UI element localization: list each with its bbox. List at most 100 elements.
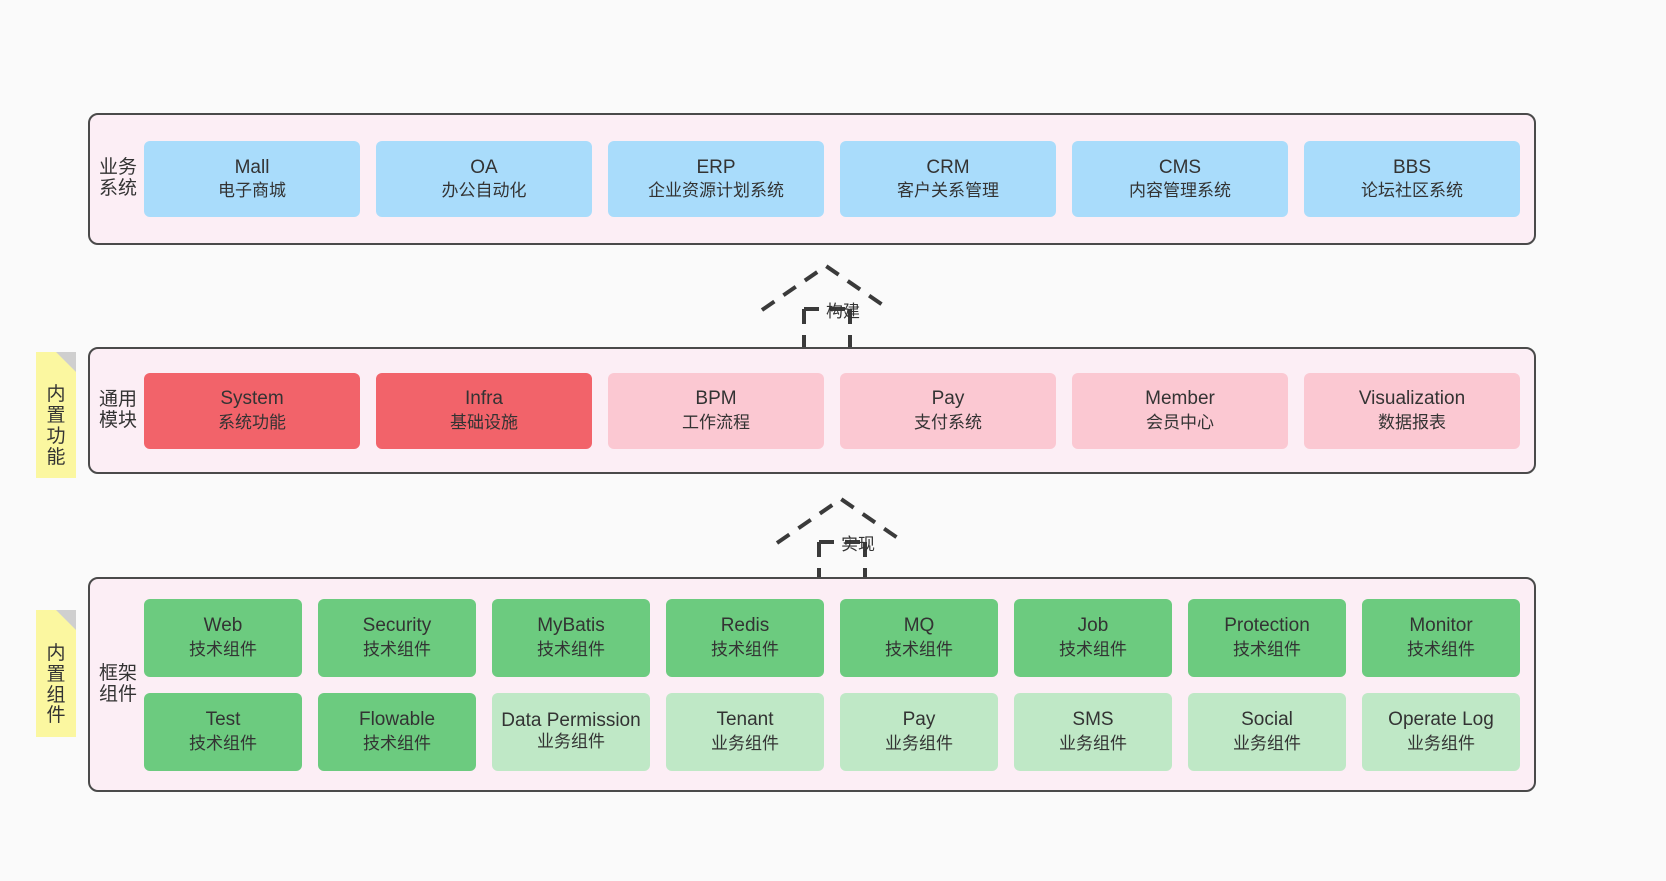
component-name: Pay [902, 709, 936, 731]
module-name: System [220, 388, 284, 410]
component-name: Security [362, 615, 432, 637]
component-card-social[interactable]: Social 业务组件 [1188, 692, 1346, 771]
module-card-bbs[interactable]: BBS 论坛社区系统 [1304, 141, 1520, 217]
module-subtitle: 电子商城 [218, 181, 286, 201]
layer-title-common-modules: 通用模块 [98, 388, 137, 431]
sticky-note-builtin-components: 内置组件 [36, 610, 76, 737]
component-name: SMS [1072, 709, 1114, 731]
module-name: Member [1145, 388, 1215, 410]
module-name: BPM [695, 388, 737, 410]
component-type: 技术组件 [711, 639, 779, 659]
module-name: BBS [1392, 156, 1432, 178]
layer-body-framework-components: Web 技术组件 Security 技术组件 MyBatis 技术组件 Redi… [138, 579, 1534, 790]
component-type: 业务组件 [711, 733, 779, 753]
module-card-crm[interactable]: CRM 客户关系管理 [840, 141, 1056, 217]
arrow-head-hollow [760, 263, 892, 312]
arrow-shaft [802, 307, 852, 362]
module-name: Mall [234, 156, 270, 178]
component-name: Social [1241, 709, 1293, 731]
module-row: Test 技术组件 Flowable 技术组件 Data Permission … [144, 692, 1520, 771]
module-card-visualization[interactable]: Visualization 数据报表 [1304, 372, 1520, 449]
note-fold-corner [56, 352, 76, 372]
component-type: 技术组件 [363, 733, 431, 753]
component-name: Tenant [716, 709, 774, 731]
component-type: 技术组件 [885, 639, 953, 659]
component-name: Job [1077, 615, 1109, 637]
component-card-protection[interactable]: Protection 技术组件 [1188, 598, 1346, 677]
component-type: 技术组件 [189, 733, 257, 753]
arrow-shaft [817, 540, 867, 595]
component-card-web[interactable]: Web 技术组件 [144, 598, 302, 677]
component-name: MQ [903, 615, 935, 637]
module-card-pay[interactable]: Pay 支付系统 [840, 372, 1056, 449]
component-card-sms[interactable]: SMS 业务组件 [1014, 692, 1172, 771]
component-name: Operate Log [1388, 709, 1494, 731]
module-subtitle: 工作流程 [682, 412, 750, 432]
module-subtitle: 内容管理系统 [1129, 181, 1231, 201]
component-card-redis[interactable]: Redis 技术组件 [666, 598, 824, 677]
module-name: Infra [464, 388, 504, 410]
component-name: Test [205, 709, 241, 731]
module-subtitle: 客户关系管理 [897, 181, 999, 201]
module-card-oa[interactable]: OA 办公自动化 [376, 141, 592, 217]
module-card-infra[interactable]: Infra 基础设施 [376, 372, 592, 449]
component-name: MyBatis [537, 615, 605, 637]
component-card-mybatis[interactable]: MyBatis 技术组件 [492, 598, 650, 677]
component-card-test[interactable]: Test 技术组件 [144, 692, 302, 771]
component-name: Data Permission [501, 709, 641, 731]
module-subtitle: 支付系统 [914, 412, 982, 432]
module-name: OA [470, 156, 498, 178]
component-card-pay[interactable]: Pay 业务组件 [840, 692, 998, 771]
component-card-flowable[interactable]: Flowable 技术组件 [318, 692, 476, 771]
component-card-data-permission[interactable]: Data Permission 业务组件 [492, 692, 650, 771]
module-subtitle: 办公自动化 [441, 181, 527, 201]
component-name: Redis [720, 615, 770, 637]
module-card-erp[interactable]: ERP 企业资源计划系统 [608, 141, 824, 217]
layer-title-framework-components: 框架组件 [98, 662, 137, 705]
component-type: 业务组件 [1407, 733, 1475, 753]
module-subtitle: 基础设施 [450, 412, 518, 432]
component-type: 技术组件 [1233, 639, 1301, 659]
component-type: 业务组件 [885, 733, 953, 753]
component-type: 技术组件 [1407, 639, 1475, 659]
component-card-job[interactable]: Job 技术组件 [1014, 598, 1172, 677]
component-type: 技术组件 [537, 639, 605, 659]
component-type: 技术组件 [189, 639, 257, 659]
component-name: Monitor [1409, 615, 1473, 637]
component-type: 技术组件 [363, 639, 431, 659]
module-subtitle: 企业资源计划系统 [648, 181, 784, 201]
component-type: 业务组件 [1059, 733, 1127, 753]
module-card-member[interactable]: Member 会员中心 [1072, 372, 1288, 449]
sticky-note-text: 内置功能 [46, 384, 66, 468]
layer-common-modules: 通用模块 System 系统功能 Infra 基础设施 BPM 工作流程 Pay… [88, 347, 1536, 474]
module-name: ERP [696, 156, 736, 178]
layer-body-common-modules: System 系统功能 Infra 基础设施 BPM 工作流程 Pay 支付系统… [138, 349, 1534, 472]
sticky-note-text: 内置组件 [46, 642, 66, 727]
module-subtitle: 系统功能 [218, 412, 286, 432]
module-subtitle: 论坛社区系统 [1361, 181, 1463, 201]
connector-build: 构建 [740, 252, 940, 362]
module-card-bpm[interactable]: BPM 工作流程 [608, 372, 824, 449]
note-fold-corner [56, 610, 76, 630]
layer-title-business-systems: 业务系统 [98, 157, 137, 199]
module-name: Visualization [1358, 388, 1466, 410]
component-card-tenant[interactable]: Tenant 业务组件 [666, 692, 824, 771]
component-card-security[interactable]: Security 技术组件 [318, 598, 476, 677]
component-name: Web [203, 615, 243, 637]
module-name: Pay [931, 388, 965, 410]
component-name: Protection [1224, 615, 1310, 637]
module-card-cms[interactable]: CMS 内容管理系统 [1072, 141, 1288, 217]
sticky-note-builtin-features: 内置功能 [36, 352, 76, 478]
component-card-mq[interactable]: MQ 技术组件 [840, 598, 998, 677]
module-name: CMS [1158, 156, 1202, 178]
module-subtitle: 会员中心 [1146, 412, 1214, 432]
module-card-system[interactable]: System 系统功能 [144, 372, 360, 449]
component-card-operate-log[interactable]: Operate Log 业务组件 [1362, 692, 1520, 771]
arrow-head-hollow [775, 496, 907, 545]
module-row: System 系统功能 Infra 基础设施 BPM 工作流程 Pay 支付系统… [144, 372, 1520, 449]
module-card-mall[interactable]: Mall 电子商城 [144, 141, 360, 217]
module-row: Mall 电子商城 OA 办公自动化 ERP 企业资源计划系统 CRM 客户关系… [144, 141, 1520, 217]
component-card-monitor[interactable]: Monitor 技术组件 [1362, 598, 1520, 677]
module-subtitle: 数据报表 [1378, 412, 1446, 432]
